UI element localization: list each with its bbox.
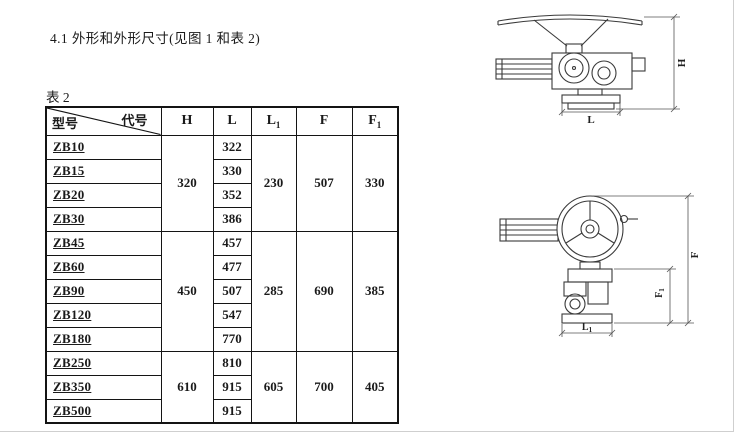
table-caption: 表 2 (46, 90, 70, 105)
table-row: ZB90 507 (45, 278, 398, 304)
col-header-f1: F1 (351, 106, 399, 136)
table-row: ZB30 386 (45, 206, 398, 232)
dimension-f-lines (593, 192, 694, 327)
col-header-l: L (212, 106, 252, 136)
dim-label-l1: L1 (582, 322, 593, 334)
table-row: ZB15 330 (45, 158, 398, 184)
f-value-cell: 507 (295, 134, 353, 232)
model-cell: ZB10 (45, 134, 162, 160)
header-row: 代号 型号 H L L1 F F1 (45, 106, 399, 136)
dimension-h-lines (616, 13, 680, 113)
table-row: ZB120 547 (45, 302, 398, 328)
diagonal-divider-line (47, 108, 161, 135)
l-value-cell: 457 (212, 230, 252, 256)
figure-actuator-front-view: F F1 L1 (494, 183, 704, 348)
dimensions-table: 代号 型号 H L L1 F F1 ZB10 320 322 230 507 3… (45, 106, 399, 424)
l-value-cell: 386 (212, 206, 252, 232)
col-header-f: F (295, 106, 353, 136)
col-header-l1: L1 (250, 106, 297, 136)
body-base-shape (561, 261, 613, 324)
model-cell: ZB30 (45, 206, 162, 232)
col-header-h: H (160, 106, 214, 136)
h-value-cell: 450 (160, 230, 214, 352)
h-value-cell: 610 (160, 350, 214, 424)
l-value-cell: 915 (212, 398, 252, 424)
handwheel-shape (556, 195, 638, 263)
l-value-cell: 477 (212, 254, 252, 280)
section-heading: 4.1 外形和外形尺寸(见图 1 和表 2) (50, 31, 261, 46)
f1-value-cell: 385 (351, 230, 399, 352)
table-row: ZB45 450 457 285 690 385 (45, 230, 399, 352)
h-value-cell: 320 (160, 134, 214, 232)
l-value-cell: 547 (212, 302, 252, 328)
table-row: ZB350 915 (45, 374, 398, 400)
l1-value-cell: 230 (250, 134, 297, 232)
model-cell: ZB45 (45, 230, 162, 256)
table-row: ZB500 915 (45, 398, 398, 424)
table-row: ZB10 320 322 230 507 330 (45, 134, 399, 232)
f1-value-cell: 405 (351, 350, 399, 424)
model-cell: ZB350 (45, 374, 162, 400)
dimension-l1-lines (558, 324, 616, 337)
l-value-cell: 322 (212, 134, 252, 160)
dimension-l-lines (558, 103, 624, 116)
model-cell: ZB15 (45, 158, 162, 184)
f1-value-cell: 330 (351, 134, 399, 232)
l1-value-cell: 605 (250, 350, 297, 424)
l1-value-cell: 285 (250, 230, 297, 352)
l-value-cell: 915 (212, 374, 252, 400)
corner-header-cell: 代号 型号 (45, 106, 162, 136)
corner-code-label: 代号 (121, 113, 148, 128)
model-cell: ZB20 (45, 182, 162, 208)
dimension-f1-lines (614, 265, 676, 327)
model-cell: ZB60 (45, 254, 162, 280)
l-value-cell: 352 (212, 182, 252, 208)
table-row: ZB250 610 810 605 700 405 (45, 350, 399, 424)
f-value-cell: 700 (295, 350, 353, 424)
l-value-cell: 770 (212, 326, 252, 352)
figure-actuator-side-view: H L (482, 6, 702, 129)
dim-label-l: L (587, 114, 594, 124)
table-row: ZB180 770 (45, 326, 398, 352)
dim-label-f1: F1 (654, 288, 666, 298)
dim-label-h: H (676, 58, 688, 67)
model-cell: ZB250 (45, 350, 162, 376)
l-value-cell: 810 (212, 350, 252, 376)
gearbox-shape (551, 52, 646, 110)
model-cell: ZB180 (45, 326, 162, 352)
motor-shape (495, 58, 553, 80)
dim-label-f: F (689, 251, 701, 258)
model-cell: ZB90 (45, 278, 162, 304)
motor-shape (499, 218, 559, 242)
handwheel-shape (497, 14, 643, 54)
l-value-cell: 507 (212, 278, 252, 304)
corner-model-label: 型号 (52, 115, 79, 131)
model-cell: ZB120 (45, 302, 162, 328)
l-value-cell: 330 (212, 158, 252, 184)
model-cell: ZB500 (45, 398, 162, 424)
f-value-cell: 690 (295, 230, 353, 352)
